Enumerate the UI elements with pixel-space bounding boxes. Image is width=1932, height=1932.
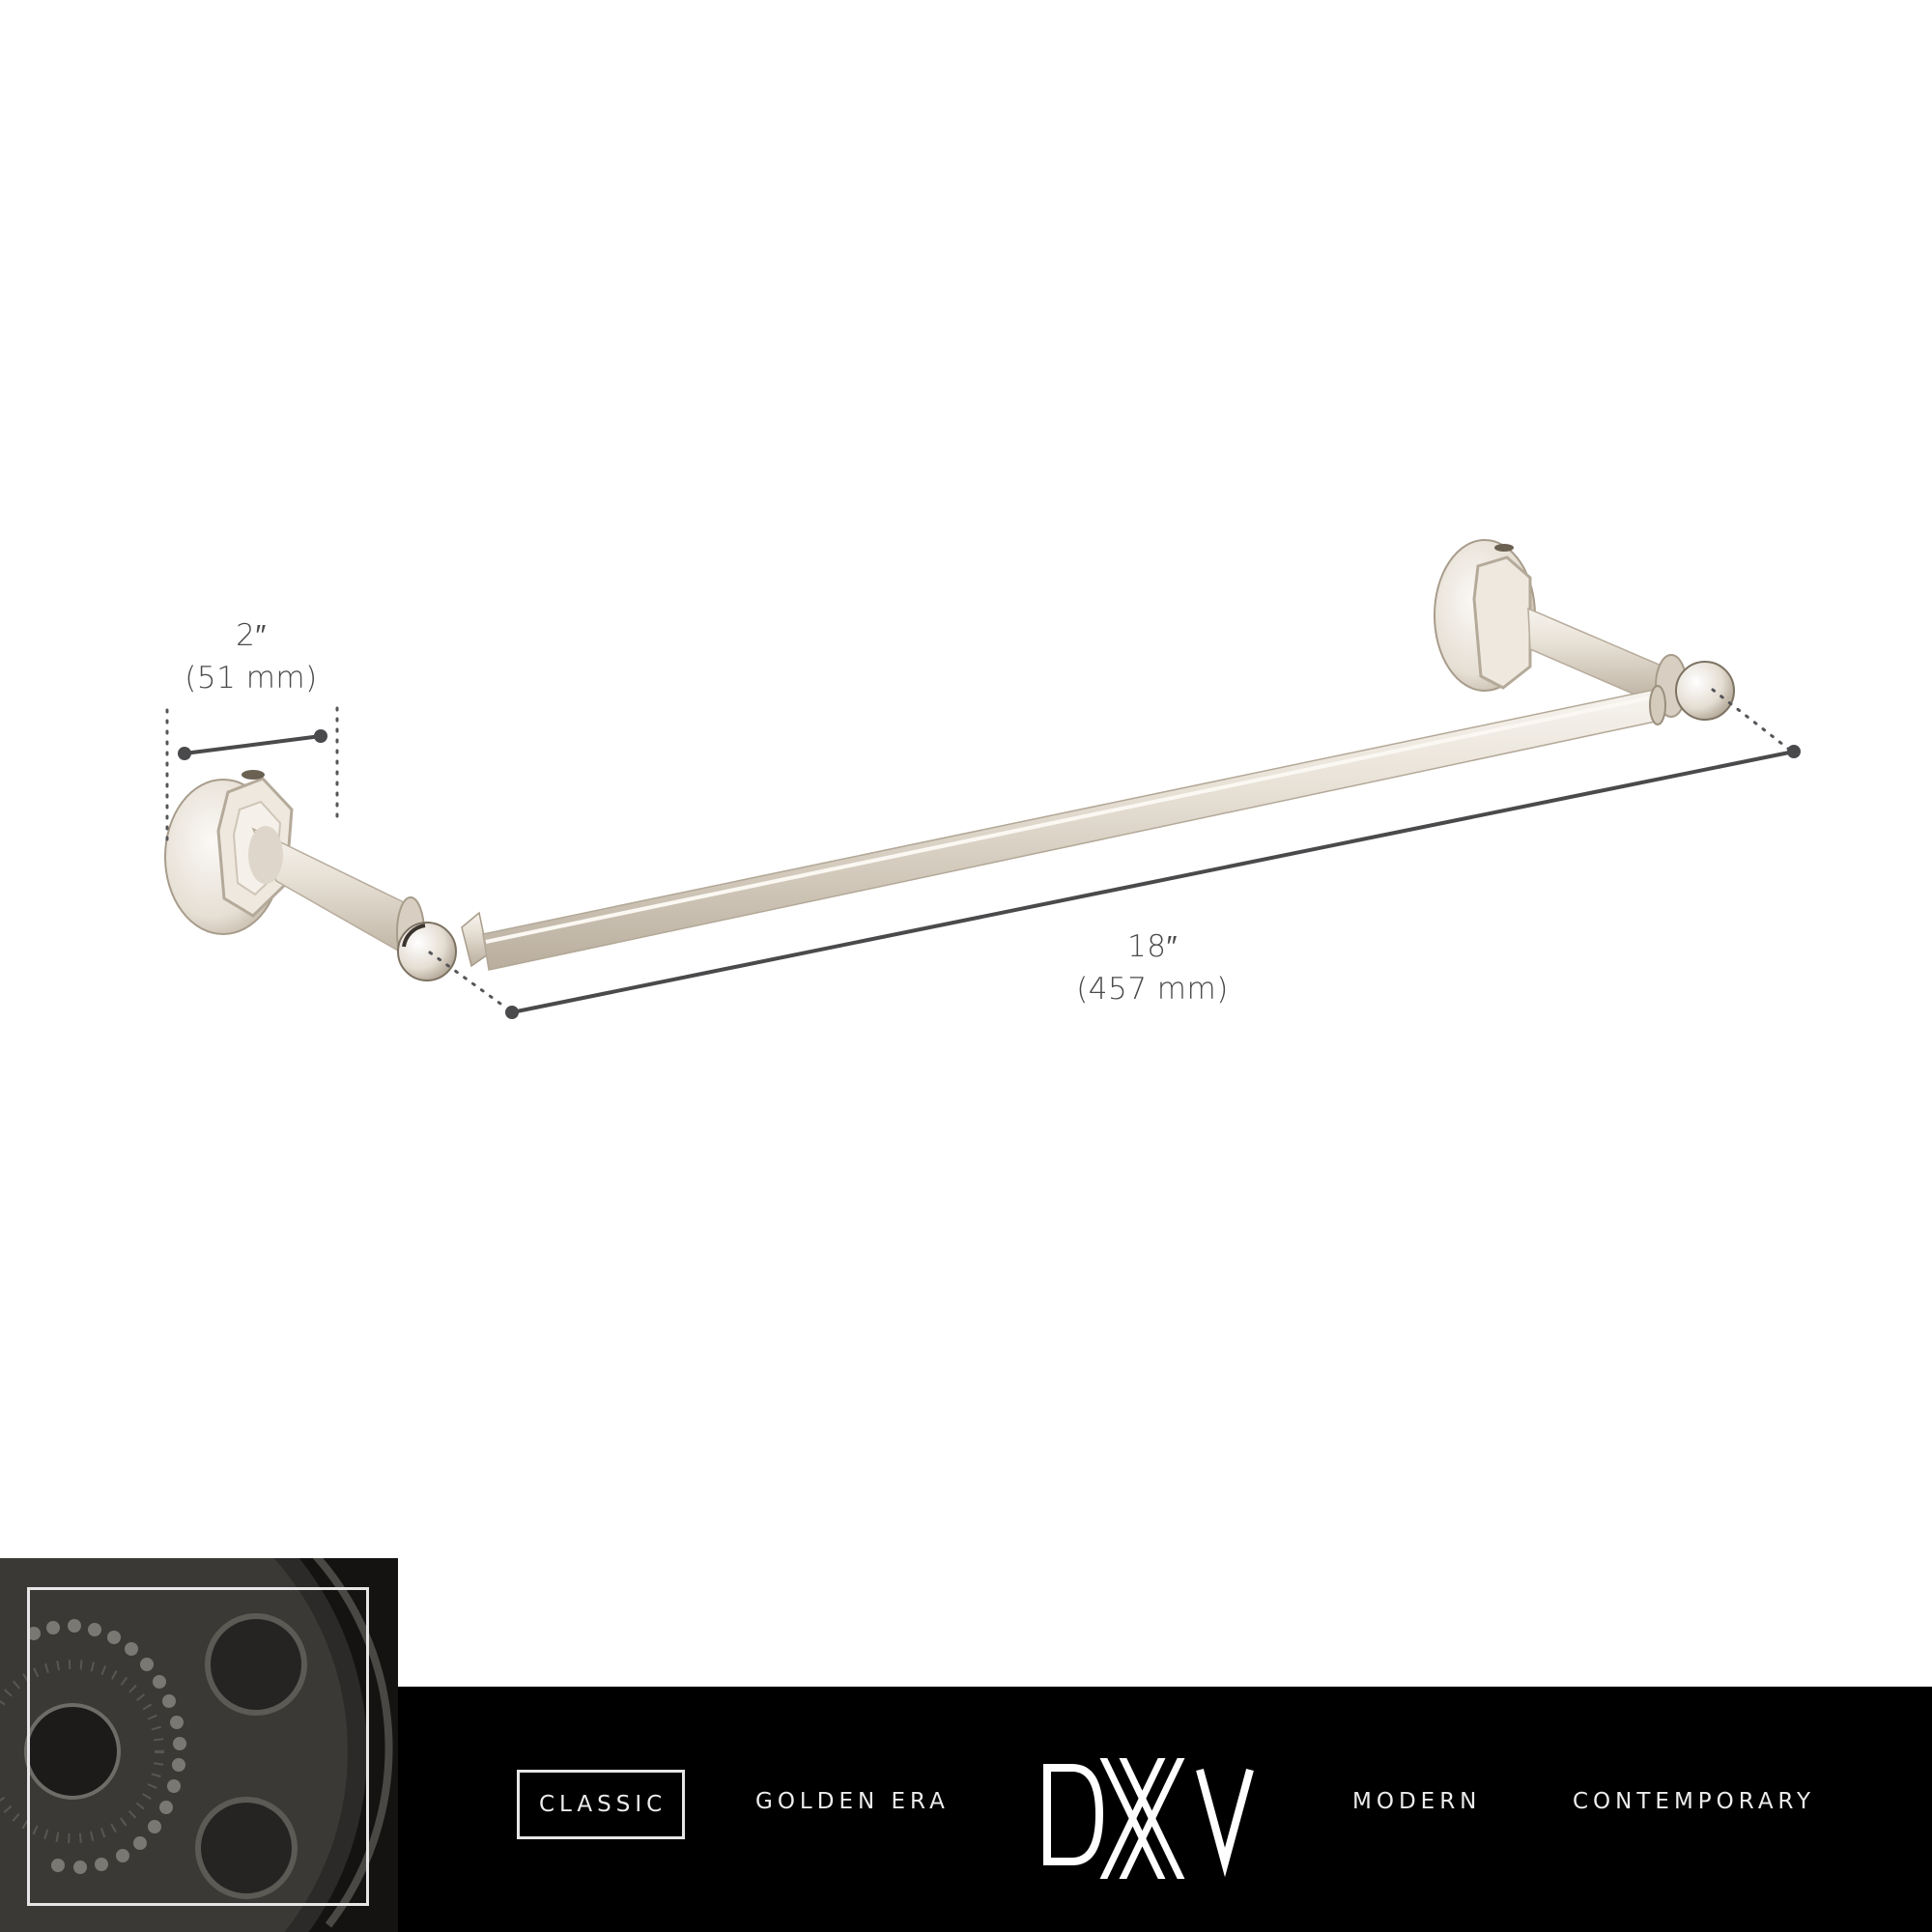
product-diagram: 2″ (51 mm) 18″ (457 mm) bbox=[155, 539, 1801, 1019]
depth-label: 2″ (51 mm) bbox=[155, 614, 348, 699]
ornament-thumbnail bbox=[0, 1558, 398, 1932]
nav-golden-era[interactable]: GOLDEN ERA bbox=[755, 1789, 950, 1814]
nav-modern[interactable]: MODERN bbox=[1352, 1789, 1482, 1814]
depth-dimension bbox=[165, 706, 339, 842]
dxv-logo[interactable] bbox=[1043, 1751, 1262, 1886]
left-mount bbox=[164, 770, 489, 981]
nav-classic[interactable]: CLASSIC bbox=[517, 1770, 685, 1839]
depth-imperial: 2″ bbox=[236, 618, 267, 653]
right-mount bbox=[1434, 539, 1735, 721]
towel-bar-illustration bbox=[164, 539, 1801, 1019]
depth-metric: (51 mm) bbox=[185, 661, 318, 696]
length-label: 18″ (457 mm) bbox=[1056, 925, 1249, 1010]
nav-contemporary[interactable]: CONTEMPORARY bbox=[1573, 1789, 1816, 1814]
length-dimension bbox=[428, 688, 1801, 1019]
length-metric: (457 mm) bbox=[1076, 972, 1229, 1007]
ornate-medallion-image bbox=[0, 1558, 398, 1932]
thumbnail-frame bbox=[27, 1587, 369, 1906]
towel-bar-rod bbox=[482, 685, 1666, 971]
length-imperial: 18″ bbox=[1127, 929, 1178, 964]
dxv-logo-icon bbox=[1043, 1751, 1254, 1886]
